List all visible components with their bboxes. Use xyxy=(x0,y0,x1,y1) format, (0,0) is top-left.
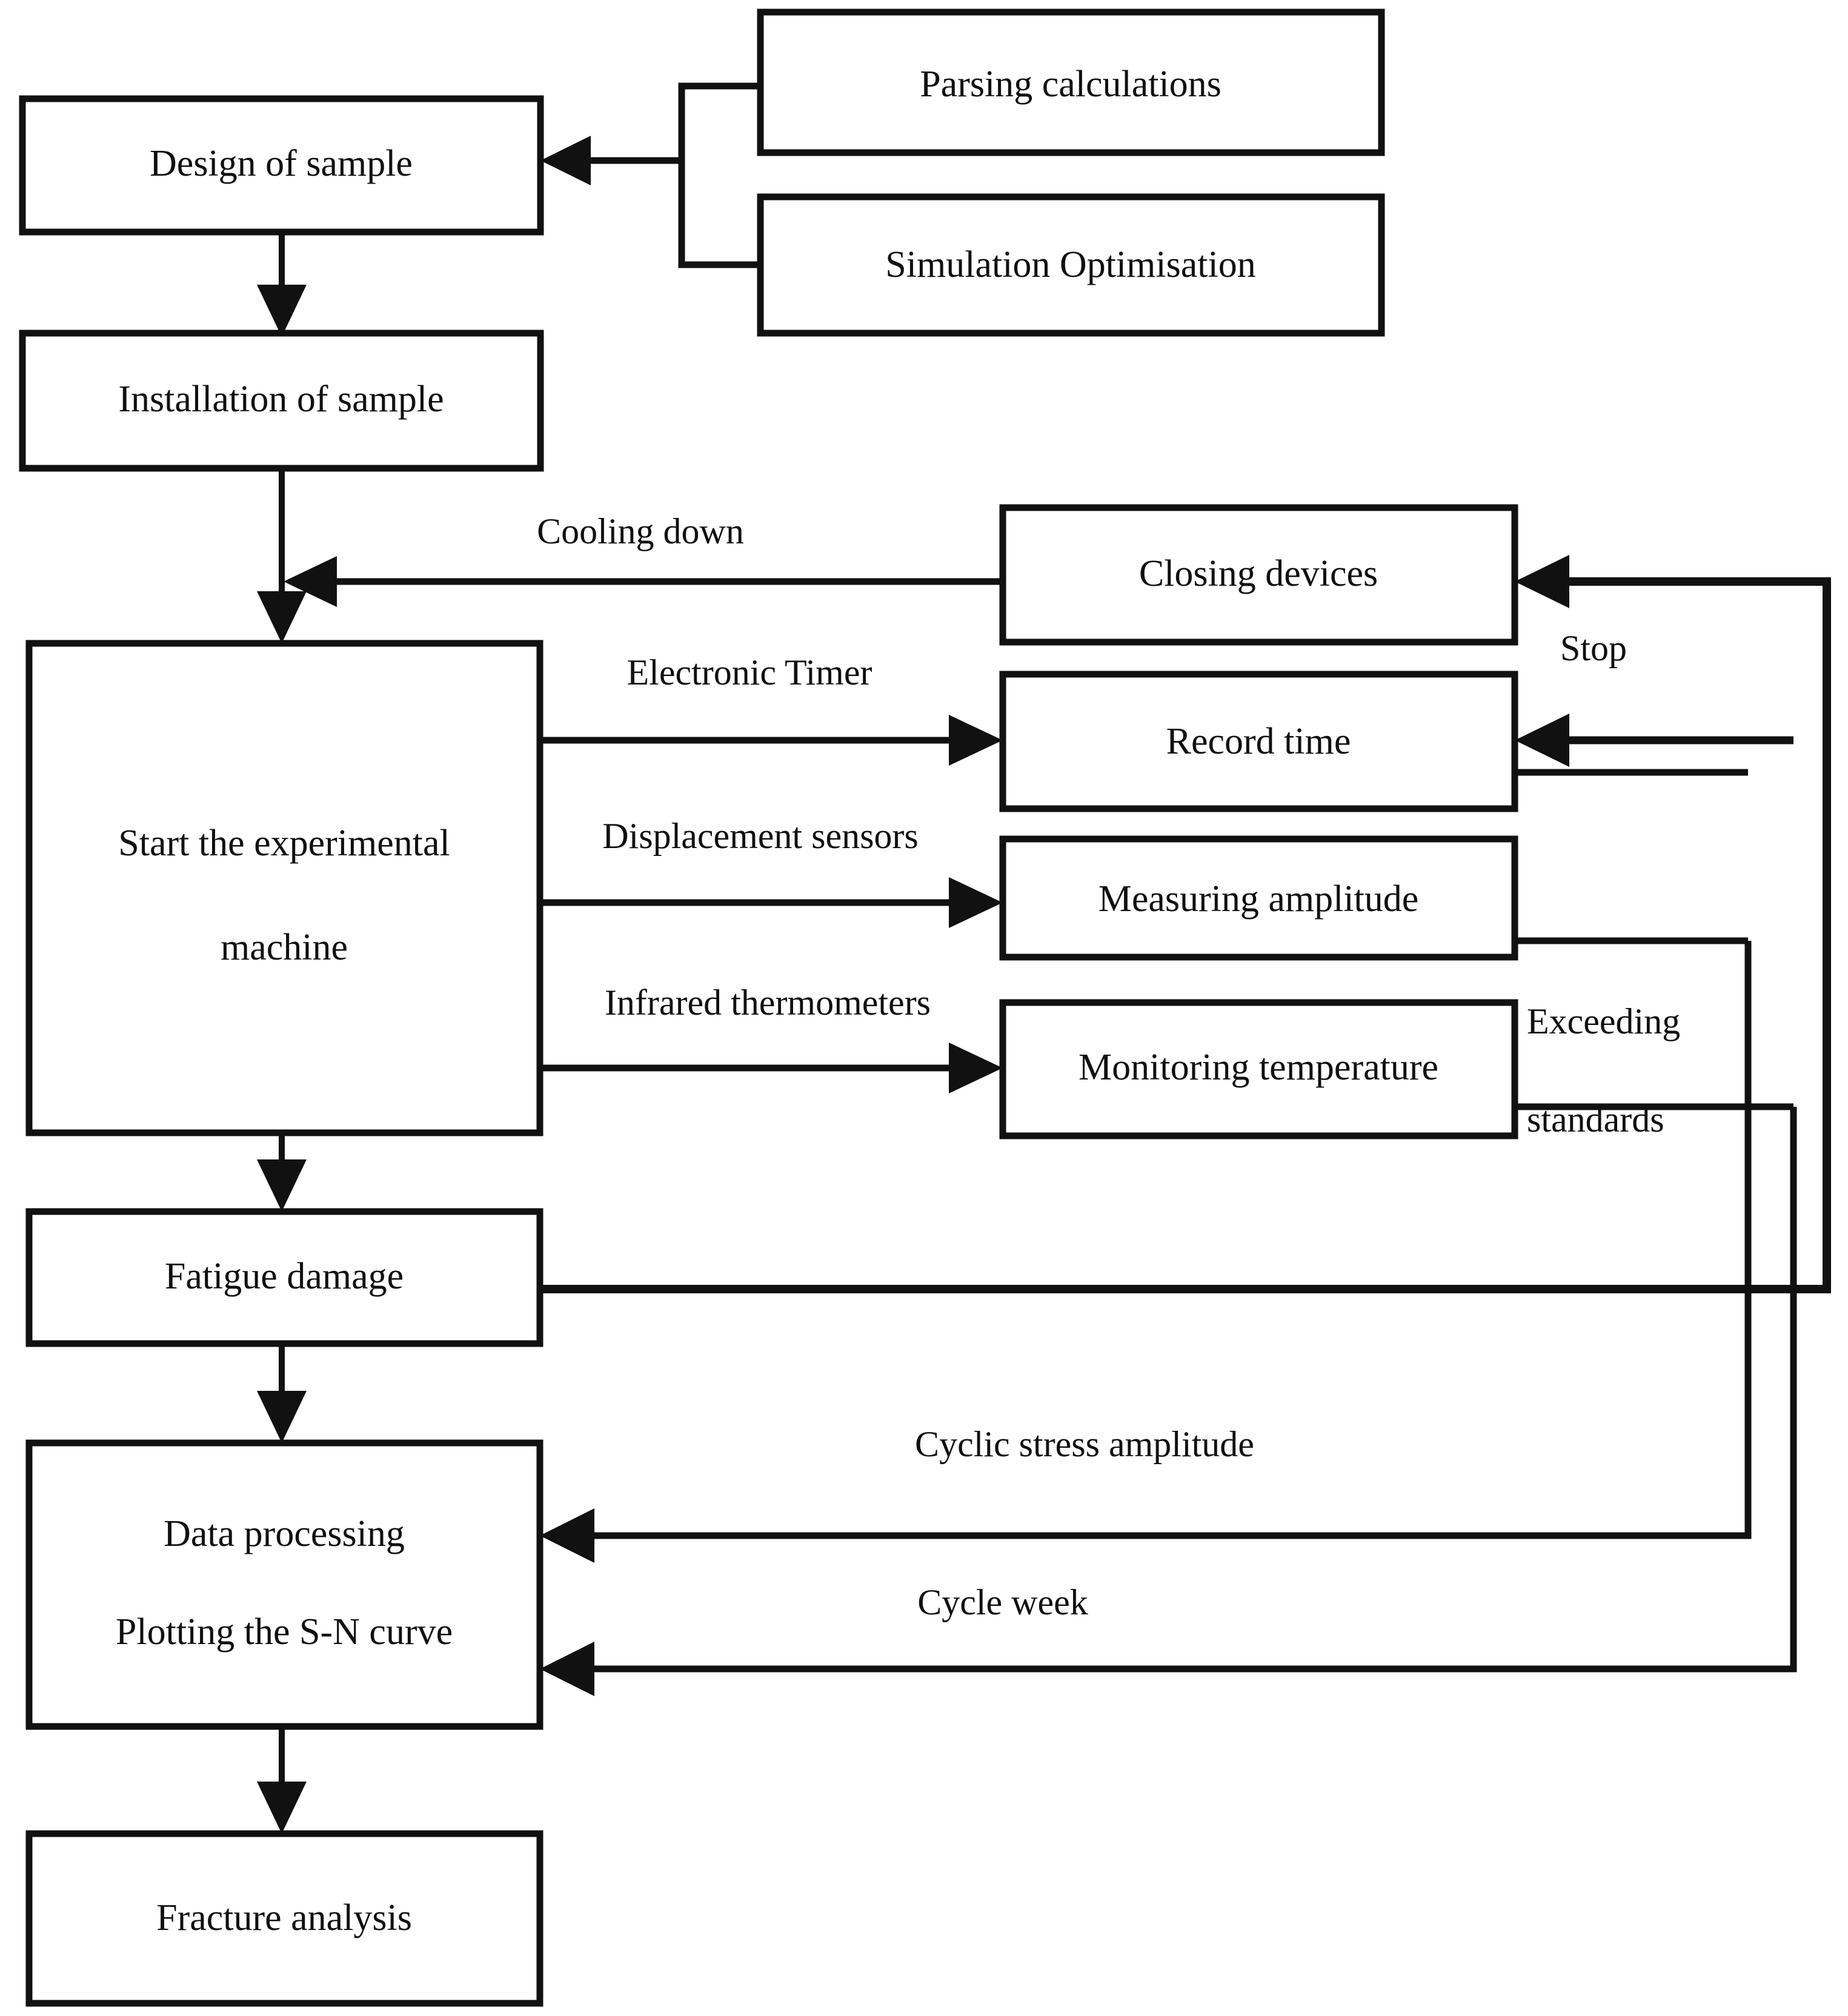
node-label-simulation-optimisation: Simulation Optimisation xyxy=(885,244,1255,285)
connector-simulation-to-design xyxy=(540,136,760,268)
connector-dataproc-to-fracture xyxy=(257,1726,307,1834)
arrowhead-cooling-down xyxy=(284,556,337,607)
edge-label-stop: Stop xyxy=(1560,628,1627,668)
connector-fatigue-to-dataproc xyxy=(257,1344,307,1443)
node-label-installation-of-sample: Installation of sample xyxy=(118,379,444,420)
node-label-fracture-analysis: Fracture analysis xyxy=(156,1897,412,1938)
connector-start-to-measuring xyxy=(540,877,1003,928)
edge-label-displacement-sensors: Displacement sensors xyxy=(602,816,919,856)
connector-design-to-installation xyxy=(257,232,307,337)
node-simulation-optimisation[interactable]: Simulation Optimisation xyxy=(757,193,1385,337)
node-label-record-time: Record time xyxy=(1166,721,1351,762)
node-label-start-machine-line2: machine xyxy=(221,927,348,968)
connector-measuring-to-dataproc xyxy=(540,1508,594,1563)
arrowhead-record-time xyxy=(949,715,1003,766)
node-record-time[interactable]: Record time xyxy=(999,671,1518,812)
node-start-the-experimental-machine[interactable]: Start the experimental machine xyxy=(25,640,543,1136)
edge-label-infrared-thermometers: Infrared thermometers xyxy=(605,983,931,1023)
connector-recordtime-to-dataproc xyxy=(540,1642,594,1696)
node-design-of-sample[interactable]: Design of sample xyxy=(19,95,544,236)
edge-label-cooling-down: Cooling down xyxy=(537,511,744,551)
node-label-data-processing-line1: Data processing xyxy=(164,1513,405,1554)
node-label-monitoring-temperature: Monitoring temperature xyxy=(1079,1047,1438,1088)
node-measuring-amplitude[interactable]: Measuring amplitude xyxy=(999,835,1518,961)
node-label-design-of-sample: Design of sample xyxy=(150,143,413,184)
node-fatigue-damage[interactable]: Fatigue damage xyxy=(25,1208,543,1347)
connector-monitoring-to-recordtime xyxy=(570,714,1797,1673)
connector-installation-to-start xyxy=(257,468,307,643)
node-label-closing-devices: Closing devices xyxy=(1139,553,1378,594)
arrowhead-closing-devices xyxy=(1515,555,1569,608)
connector-parsing-to-design xyxy=(563,82,760,164)
edge-label-electronic-timer: Electronic Timer xyxy=(627,652,872,692)
node-label-parsing-calculations: Parsing calculations xyxy=(920,64,1221,105)
node-installation-of-sample[interactable]: Installation of sample xyxy=(19,330,544,472)
node-monitoring-temperature[interactable]: Monitoring temperature xyxy=(999,999,1518,1139)
arrowhead-installation xyxy=(257,285,307,337)
node-parsing-calculations[interactable]: Parsing calculations xyxy=(757,8,1385,156)
node-closing-devices[interactable]: Closing devices xyxy=(999,504,1518,646)
arrowhead-design xyxy=(540,136,591,185)
arrowhead-record-time-stop xyxy=(1515,714,1569,767)
arrowhead-fracture-analysis xyxy=(257,1782,307,1834)
connector-start-to-recordtime xyxy=(540,715,1003,766)
node-fracture-analysis[interactable]: Fracture analysis xyxy=(25,1830,543,2007)
edge-label-cyclic-stress-amplitude: Cyclic stress amplitude xyxy=(915,1424,1254,1464)
arrowhead-data-processing xyxy=(257,1391,307,1443)
node-label-data-processing-line2: Plotting the S-N curve xyxy=(116,1611,453,1653)
arrowhead-fatigue-damage xyxy=(257,1159,307,1212)
node-label-measuring-amplitude: Measuring amplitude xyxy=(1098,878,1419,920)
node-label-start-machine-line1: Start the experimental xyxy=(118,823,450,864)
node-label-fatigue-damage: Fatigue damage xyxy=(165,1256,404,1297)
arrowhead-monitoring-temperature xyxy=(949,1043,1003,1093)
arrowhead-cycle-week xyxy=(540,1642,594,1696)
edge-label-exceeding: Exceeding xyxy=(1527,1001,1680,1041)
connector-start-to-monitoring xyxy=(540,1043,1003,1093)
connector-fatigue-to-closing xyxy=(540,555,1831,1293)
edge-label-standards: standards xyxy=(1527,1099,1664,1139)
arrowhead-startmachine xyxy=(257,591,307,643)
edge-label-cycle-week: Cycle week xyxy=(917,1582,1088,1622)
arrowhead-cyclic-stress-amplitude xyxy=(540,1508,594,1563)
connector-closing-to-trunk xyxy=(284,556,1003,607)
node-data-processing[interactable]: Data processing Plotting the S-N curve xyxy=(25,1439,543,1730)
connector-start-to-fatigue xyxy=(257,1133,307,1212)
arrowhead-measuring-amplitude xyxy=(949,877,1003,928)
